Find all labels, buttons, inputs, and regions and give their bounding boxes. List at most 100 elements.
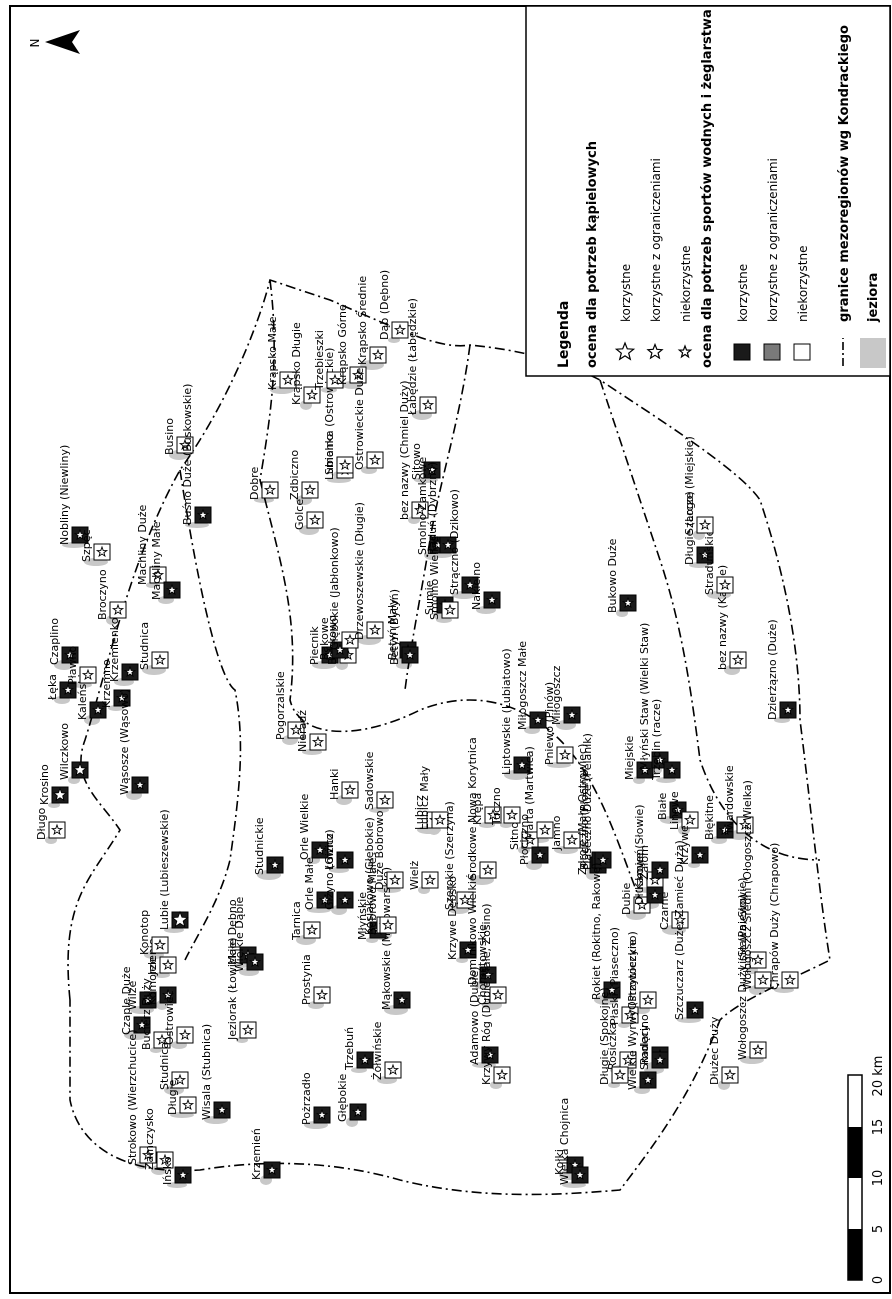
lake-marker[interactable]: Buśno Duże (Buskowskie): [181, 384, 212, 525]
lake-marker[interactable]: Studnica: [158, 1042, 189, 1090]
lake-marker[interactable]: Smolno: [323, 434, 354, 475]
lake-marker[interactable]: Krzywy Róg (Dubie Małe, Zosino): [480, 903, 511, 1085]
lake-marker[interactable]: Adamowo (Dubie): [468, 966, 499, 1065]
lake-marker[interactable]: Krąpsko Małe: [266, 316, 297, 390]
lake-marker[interactable]: Lubie (Lubieszewskie): [158, 809, 189, 930]
lake-marker[interactable]: Łabędzie (Łabędzkie): [406, 298, 437, 416]
lake-marker[interactable]: Dąb (Dębno): [378, 270, 409, 340]
lake-marker[interactable]: Liptowskie (Lubiatowo): [500, 648, 531, 775]
lake-marker[interactable]: Orle Małe: [303, 857, 334, 910]
lake-marker[interactable]: Chrapów Duży (Chrapowo): [768, 843, 799, 990]
lake-marker[interactable]: Machliny Duże: [136, 504, 167, 585]
lake-marker[interactable]: Studnica: [138, 622, 169, 670]
lake-marker[interactable]: Raduń (Dybrzno): [426, 462, 457, 555]
lake-marker[interactable]: Dłużec Duży: [708, 1016, 739, 1085]
lake-marker[interactable]: Marta (Martwica): [523, 746, 554, 840]
lake-marker[interactable]: Lubicz Mały: [418, 765, 449, 830]
lake-marker[interactable]: Giżyno (Giżno): [323, 829, 354, 910]
lake-marker[interactable]: Zdbiczno: [288, 450, 319, 500]
lake-marker[interactable]: Krzemień: [250, 1128, 281, 1180]
lake-marker[interactable]: Szpęc: [80, 529, 111, 562]
lake-marker[interactable]: Orle Wielkie: [298, 794, 329, 860]
lake-marker[interactable]: Busino: [163, 418, 194, 455]
lake-marker[interactable]: Długie (Logo): [683, 491, 714, 565]
lake-marker[interactable]: Komorze: [146, 957, 177, 1005]
lake-marker[interactable]: Bukowo Duże: [606, 538, 637, 613]
lake-marker[interactable]: Pożrzadło: [300, 1072, 331, 1125]
lake-marker[interactable]: Wielkie Dąbie: [233, 897, 264, 972]
lake-marker[interactable]: Krzemno: [100, 659, 131, 708]
lake-marker[interactable]: Szarcze (Miejskie): [683, 436, 714, 535]
lake-marker[interactable]: Piaseczno Duże (Pelanik): [581, 733, 612, 870]
lake-marker[interactable]: Ostrowieckie: [626, 939, 657, 1010]
lake-marker[interactable]: Prostynia: [300, 954, 331, 1005]
lake-marker[interactable]: Sadowskie: [363, 751, 394, 810]
lake-marker[interactable]: Betyń (Bytyń): [388, 589, 419, 665]
lake-marker[interactable]: Rosiczka: [606, 1023, 637, 1070]
lake-marker[interactable]: Pogorzalskie: [274, 671, 305, 740]
lake-marker[interactable]: Płociczno: [518, 814, 549, 865]
lake-marker[interactable]: Głębokie (Jabłonkowo): [328, 527, 359, 650]
lake-marker[interactable]: Trzebuń: [343, 1027, 374, 1071]
lake-marker[interactable]: Czarne: [658, 892, 689, 930]
lake-marker[interactable]: Bucierz Duży: [140, 978, 171, 1050]
lake-marker[interactable]: Błękitne: [703, 795, 734, 840]
lake-marker[interactable]: Jamno: [550, 815, 581, 851]
lake-marker[interactable]: Bobrowo Małe: [366, 857, 397, 935]
lake-marker[interactable]: Sitno: [508, 822, 539, 850]
lake-marker[interactable]: Białe: [656, 793, 687, 820]
lake-marker[interactable]: Szerokie (Szerzyna): [443, 801, 474, 910]
lake-marker[interactable]: Wielka Chojnica: [558, 1098, 589, 1185]
lake-marker[interactable]: Strączno (Dzikowo): [448, 489, 479, 595]
lake-marker[interactable]: Lisie (Pniewo): [736, 894, 767, 970]
lake-marker[interactable]: Trzebin (racze): [650, 699, 681, 781]
lake-marker[interactable]: Młyński Staw (Wielki Staw): [638, 623, 669, 770]
lake-marker[interactable]: Machliny Małe: [150, 521, 181, 600]
lake-marker[interactable]: Twardowskie: [723, 765, 754, 836]
lake-marker[interactable]: Trzebieszki: [313, 330, 344, 391]
lake-marker[interactable]: Dzierżązno (Duże): [766, 619, 797, 720]
lake-marker[interactable]: Krąpsko Średnie: [356, 276, 387, 365]
lake-marker[interactable]: Hanki: [328, 769, 359, 800]
lake-marker[interactable]: Środkowe Nowa Korytnica: [466, 737, 497, 880]
lake-marker[interactable]: Długie: [166, 1079, 197, 1115]
lake-marker[interactable]: Miłogoszcz: [550, 665, 581, 725]
lake-marker[interactable]: Krąpsko Długie: [290, 322, 321, 405]
lake-marker[interactable]: Dominikowo Wielkie: [466, 874, 497, 985]
lake-marker[interactable]: Płaski (Piaseczno): [608, 927, 639, 1025]
lake-marker[interactable]: Załom: [638, 845, 669, 880]
lake-marker[interactable]: Długo: [35, 807, 66, 840]
lake-marker[interactable]: Ostrowiec: [163, 990, 194, 1045]
lake-marker[interactable]: Czaplino: [48, 618, 79, 665]
lake-marker[interactable]: Smolno Wielkie: [428, 535, 459, 620]
lake-marker[interactable]: Ostrowieckie Duże: [353, 368, 384, 470]
lake-marker[interactable]: Tarnica: [290, 901, 321, 941]
lake-marker[interactable]: Czaple Duże: [120, 966, 151, 1035]
lake-marker[interactable]: Broczyno: [96, 569, 127, 620]
lake-marker[interactable]: Wisala (Stubnica): [200, 1024, 231, 1120]
lake-marker[interactable]: Wołogoszcz Duży (Sława, Słowie): [736, 878, 767, 1060]
lake-marker[interactable]: Krzywe: [678, 825, 709, 865]
lake-marker[interactable]: Miłogoszcz Małe: [516, 641, 547, 730]
lake-marker[interactable]: Nieradź: [296, 710, 327, 752]
lake-marker[interactable]: Golce: [293, 499, 324, 530]
lake-marker[interactable]: Straduńskie: [703, 529, 734, 595]
lake-marker[interactable]: Duże Bobrowo: [373, 810, 404, 890]
lake-marker[interactable]: Krąpsko Górne: [336, 304, 367, 385]
lake-marker[interactable]: Nakielno: [470, 562, 501, 610]
lake-marker[interactable]: Łowicz: [323, 833, 354, 871]
lake-marker[interactable]: Żółwińskie: [371, 1021, 402, 1080]
lake-marker[interactable]: Studnickie: [253, 817, 284, 875]
lake-marker[interactable]: Tuczno: [490, 787, 521, 826]
lake-marker[interactable]: Ińsko: [161, 1156, 192, 1185]
lake-marker[interactable]: Pławno: [66, 646, 97, 685]
lake-marker[interactable]: Wilczkowo: [58, 723, 89, 780]
lake-marker[interactable]: Krzemienko: [108, 617, 139, 682]
lake-marker[interactable]: Głębokie: [336, 1073, 367, 1122]
lake-marker[interactable]: Nobliny (Niewliny): [58, 445, 89, 545]
lake-marker[interactable]: Długie (Spokojne): [598, 987, 629, 1085]
lake-marker[interactable]: Miejskie: [623, 735, 654, 780]
lake-marker[interactable]: Dobre: [248, 467, 279, 500]
lake-marker[interactable]: Smolary: [638, 1024, 669, 1070]
lake-marker[interactable]: Pniewo (Pinów): [543, 682, 574, 765]
